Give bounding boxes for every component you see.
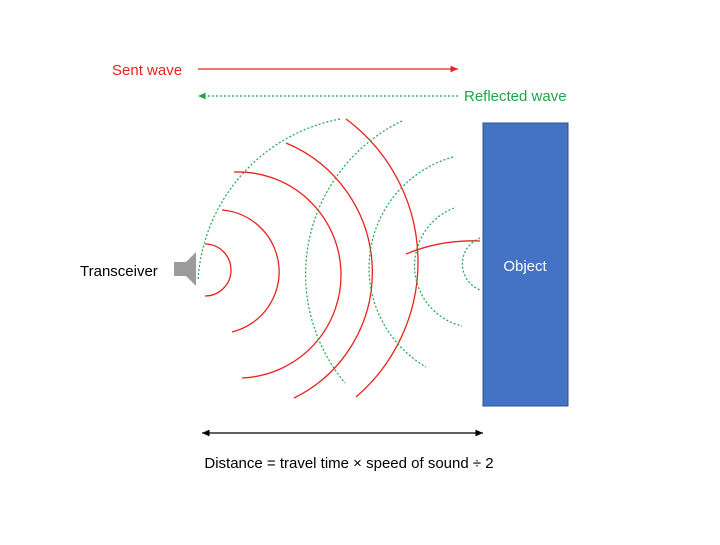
- sent-wavefront: [345, 118, 419, 398]
- sent-wave-fronts: [204, 118, 481, 399]
- sent-wave-label: Sent wave: [112, 62, 182, 79]
- sent-wavefront: [221, 209, 280, 333]
- object-label: Object: [503, 258, 547, 275]
- sent-wavefront: [204, 243, 232, 297]
- sent-wavefront: [285, 142, 373, 399]
- distance-formula: Distance = travel time × speed of sound …: [204, 455, 493, 472]
- speaker-icon: [174, 252, 196, 286]
- sent-wavefront: [405, 240, 481, 255]
- reflected-wavefront: [368, 156, 454, 368]
- sent-wavefront: [233, 171, 342, 379]
- reflected-wave-fronts: [197, 118, 481, 384]
- reflected-wave-label: Reflected wave: [464, 88, 567, 105]
- transceiver-label: Transceiver: [80, 263, 158, 280]
- reflected-wavefront: [461, 237, 481, 291]
- reflected-wavefront: [305, 120, 403, 384]
- reflected-wavefront: [197, 118, 341, 281]
- object-block: [482, 122, 569, 407]
- reflected-wavefront: [414, 207, 463, 327]
